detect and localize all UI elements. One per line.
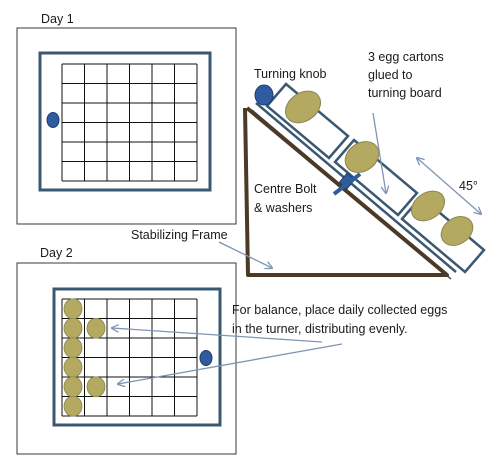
day1-egg-grid [61,63,198,182]
cartons-arrow [372,112,386,193]
balance-arrow-upper [112,328,323,343]
day2-knob-icon [199,350,213,366]
day2-title: Day 2 [40,246,73,260]
egg-icon [63,395,83,417]
egg-icon [63,298,83,320]
stabilizing-frame-shape [243,106,449,277]
egg-carton-3 [400,190,486,274]
day1-tray-frame [38,51,212,192]
turning-knob-label: Turning knob [254,67,327,81]
cartons-label-line2: glued to [368,68,413,82]
day1-knob-icon [46,112,60,128]
day1-panel: Day 1 [16,12,237,225]
egg-icon [86,376,106,398]
egg-icon [63,376,83,398]
day2-egg-grid [61,298,198,417]
day2-eggs [63,298,106,417]
callout-arrows [112,112,481,384]
angle-arrow [417,158,481,214]
turning-knob-icon [254,84,274,106]
egg-icon [86,317,106,339]
angle-label: 45° [459,179,478,193]
centre-bolt-label-line1: Centre Bolt [254,182,317,196]
day2-panel: Day 2 [16,246,237,455]
cartons-label-line3: turning board [368,86,442,100]
egg-carton-2 [333,138,419,217]
centre-bolt-icon [332,172,362,196]
carton-2-egg-icon [344,141,380,173]
carton-1-egg-icon [284,90,322,124]
egg-icon [63,356,83,378]
frame-arrow [218,241,272,268]
balance-note-line2: in the turner, distributing evenly. [232,322,408,336]
turner-side-view [243,82,486,280]
egg-icon [63,337,83,359]
cartons-label-line1: 3 egg cartons [368,50,444,64]
turning-board [255,102,457,273]
day1-title: Day 1 [41,12,74,26]
carton-3-egg-icon-b [440,216,474,246]
balance-note-line1: For balance, place daily collected eggs [232,303,447,317]
egg-carton-1 [265,82,350,160]
balance-arrow-lower [118,343,343,384]
egg-icon [63,317,83,339]
centre-bolt-label-line2: & washers [254,201,312,215]
stabilizing-frame-label: Stabilizing Frame [131,228,228,242]
